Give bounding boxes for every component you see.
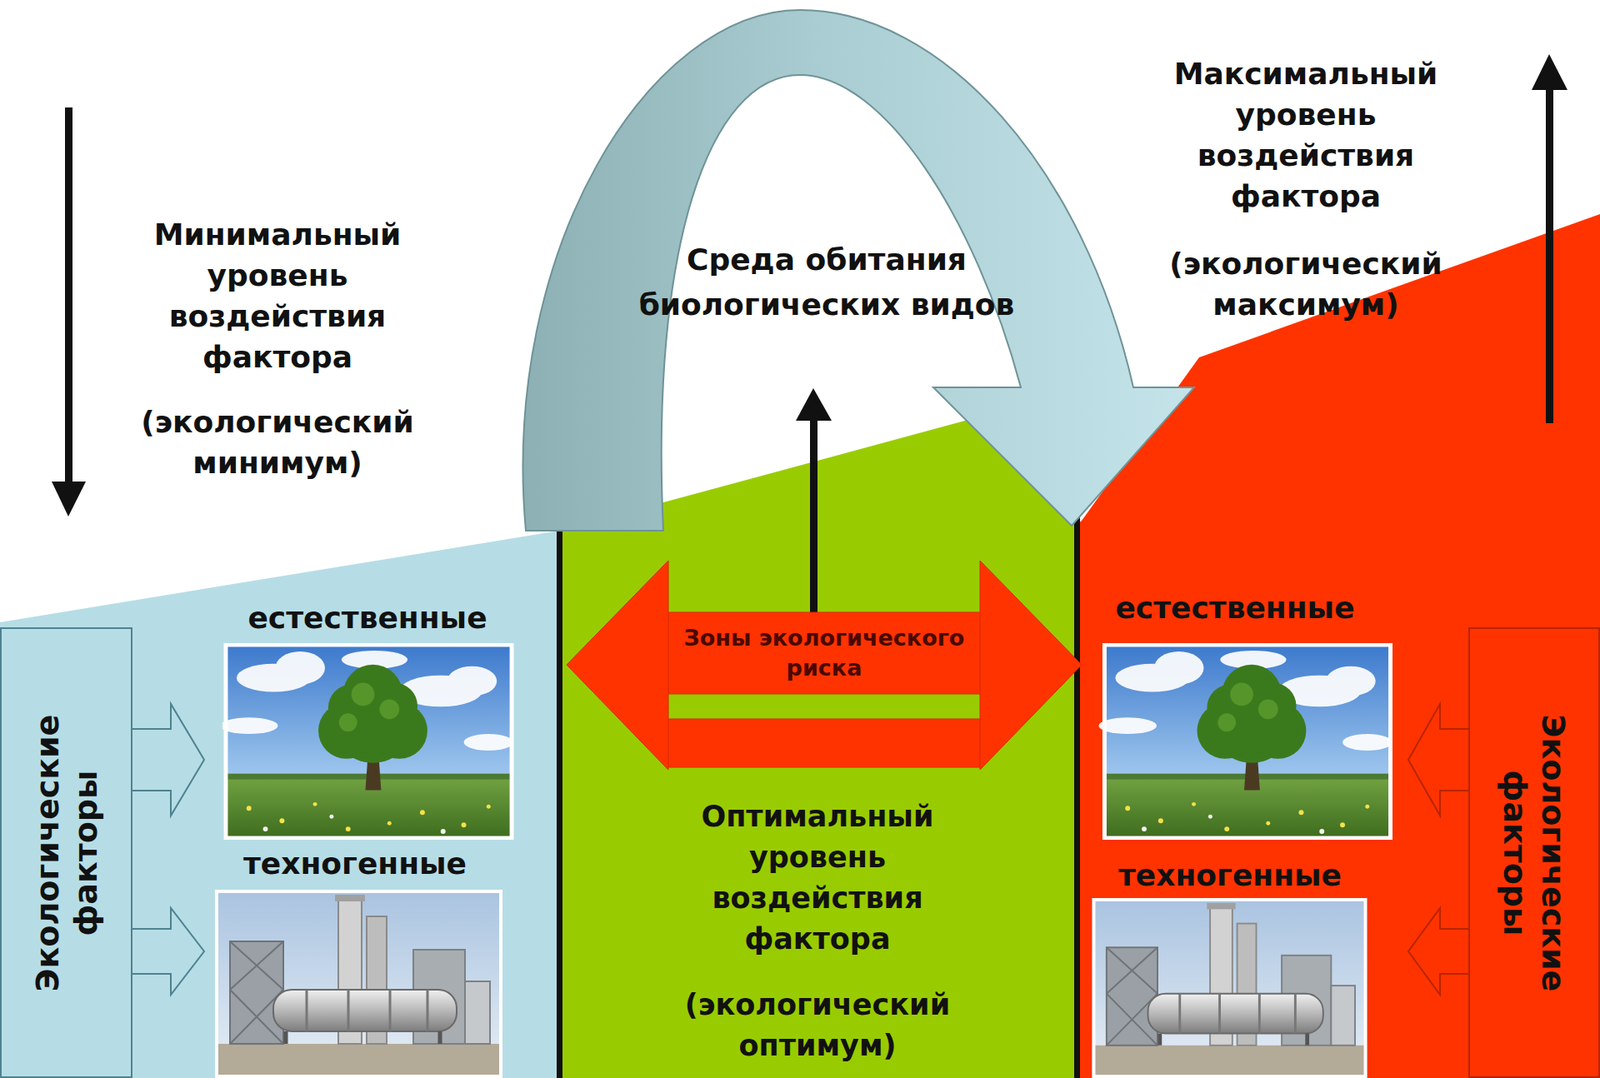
factor-box: Экологические факторы	[1468, 627, 1600, 1078]
maximum-zone-band	[1076, 214, 1600, 1078]
risk-arrow-bar	[666, 612, 982, 695]
factory-photo	[215, 890, 503, 1078]
factor-title: Экологические факторы	[28, 670, 105, 1037]
factor-pointer-arrows	[1408, 704, 1471, 995]
optimum-up-arrow	[795, 388, 832, 613]
risk-arrow-bar	[666, 719, 982, 768]
maximum-level-text: Максимальный уровень воздействия фактора	[1139, 53, 1473, 217]
factor-type-label: естественные	[209, 600, 526, 637]
factor-title: Экологические факторы	[1495, 670, 1573, 1037]
maximum-level-note: (экологический максимум)	[1139, 243, 1473, 325]
minimum-zone-band	[0, 530, 560, 1078]
optimum-level-text: Оптимальный уровень воздействия фактора	[650, 796, 985, 960]
zone-boundary-line	[556, 530, 563, 1078]
risk-arrow-body	[566, 560, 1082, 770]
habitat-arrow-label: Среда обитания биологических видов	[593, 237, 1060, 328]
rotated-text-column: Экологические факторы	[1495, 670, 1573, 1037]
factor-type-label: техногенные	[196, 845, 514, 883]
risk-arrow-head	[980, 560, 1082, 770]
factor-type-label: естественные	[1076, 590, 1394, 627]
tree-photo	[220, 643, 514, 840]
minimum-level-note: (экологический минимум)	[110, 401, 445, 484]
tree-photo	[1099, 643, 1393, 840]
factor-pointer-arrows	[130, 704, 205, 995]
factor-type-label: техногенные	[1071, 857, 1389, 895]
habitat-curved-arrow	[522, 10, 1195, 531]
minimum-level-text: Минимальный уровень воздействия фактора	[110, 214, 445, 378]
risk-text-box: Зоны экологического риска	[649, 623, 1000, 684]
maximum-direction-arrow	[1531, 54, 1568, 424]
risk-arrow-head	[566, 560, 669, 770]
risk-zone-double-arrow: Зоны экологического риска	[566, 560, 1082, 770]
optimum-level-note: (экологический оптимум)	[650, 985, 985, 1067]
risk-zone-label: Зоны экологического риска	[649, 623, 1000, 684]
minimum-direction-arrow	[51, 107, 86, 517]
factory-photo	[1092, 898, 1368, 1078]
factor-box: Экологические факторы	[0, 627, 133, 1078]
rotated-text-column: Экологические факторы	[28, 670, 105, 1037]
